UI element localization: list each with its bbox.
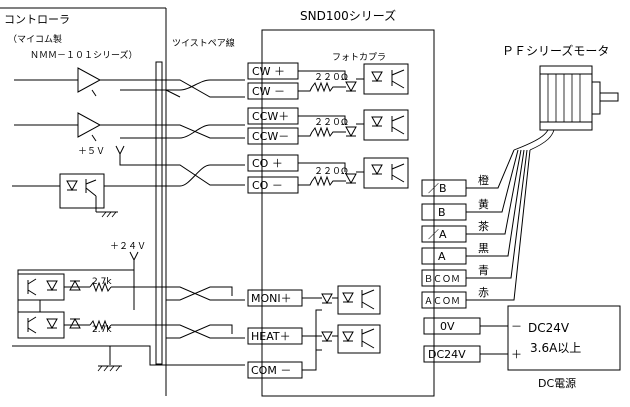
terminal-ccw-plus-label: CCW＋ — [252, 110, 289, 123]
twisted-pair-label: ツイストペア線 — [172, 37, 235, 49]
resistor-220-co: ２２０Ω — [314, 167, 348, 177]
line-driver-cw — [14, 67, 120, 97]
wire-color-brown: 茶 — [478, 220, 489, 233]
heat-input-coupler: 2.7k — [17, 311, 166, 339]
power-plus: ＋ — [511, 348, 522, 361]
input-coupler-ccw: ２２０Ω — [298, 109, 409, 141]
moni-input-coupler: 2.7k — [17, 273, 166, 301]
motor-terminal-nb-label: ／B — [428, 182, 447, 195]
resistor-2k7-heat: 2.7k — [92, 325, 112, 335]
controller-block: コントローラ （マイコム製 ＮＭＭ－１０１シリーズ） ＋５Ｖ — [0, 7, 167, 396]
input-coupler-cw: ２２０Ω — [298, 63, 409, 95]
power-spec-voltage: DC24V — [528, 321, 570, 335]
power-spec-current: 3.6A以上 — [530, 341, 581, 355]
terminal-heat-plus-label: HEAT＋ — [251, 330, 291, 343]
output-coupler-heat — [302, 324, 381, 354]
input-coupler-co: ２２０Ω — [298, 157, 409, 189]
motor-title: ＰＦシリーズモータ — [502, 43, 609, 58]
controller-model-line1: （マイコム製 — [8, 33, 62, 45]
twisted-pair-cable: ツイストペア線 — [120, 37, 245, 366]
dc-power-supply — [507, 305, 621, 371]
wire-color-orange: 橙 — [478, 173, 489, 187]
power-minus: － — [511, 320, 522, 333]
photocoupler-label: フォトカプラ — [332, 52, 386, 63]
wire-color-red: 赤 — [478, 286, 489, 299]
controller-title: コントローラ — [4, 13, 70, 26]
terminal-dc24v-label: DC24V — [428, 348, 466, 361]
motor-terminal-bcom-label: ＢＣＯＭ — [424, 275, 460, 285]
supply-5v-label: ＋５Ｖ — [78, 146, 105, 157]
power-caption: DC電源 — [538, 376, 576, 390]
terminal-moni-plus-label: MONI＋ — [251, 292, 292, 305]
wire-color-black: 黒 — [478, 242, 489, 255]
resistor-220-ccw: ２２０Ω — [314, 118, 348, 128]
wire-color-blue: 青 — [478, 264, 489, 277]
terminal-co-plus-label: CO ＋ — [252, 157, 283, 170]
driver-block: SND100シリーズ フォトカプラ CW ＋ CW － CCW＋ CCW－ CO… — [247, 8, 435, 397]
motor-terminal-b-label: B — [438, 206, 446, 219]
supply-24v-label: ＋２４Ｖ — [110, 241, 146, 252]
resistor-2k7-moni: 2.7k — [92, 277, 112, 287]
terminal-cw-minus-label: CW － — [252, 85, 285, 98]
stepper-motor: ＰＦシリーズモータ — [502, 43, 619, 131]
line-driver-ccw — [14, 112, 120, 142]
wire-color-yellow: 黄 — [478, 197, 489, 211]
motor-terminal-a-label: A — [438, 250, 446, 263]
motor-terminal-na-label: ／A — [428, 228, 447, 241]
terminal-cw-plus-label: CW ＋ — [252, 65, 285, 78]
driver-title: SND100シリーズ — [300, 8, 396, 23]
motor-terminal-acom-label: ＡＣＯＭ — [424, 297, 460, 307]
resistor-220-cw: ２２０Ω — [314, 73, 348, 83]
terminal-co-minus-label: CO － — [252, 179, 283, 192]
terminal-com-minus-label: COM － — [251, 364, 291, 377]
power-section: 0V DC24V － ＋ DC24V 3.6A以上 DC電源 — [423, 305, 621, 390]
terminal-ccw-minus-label: CCW－ — [252, 130, 289, 143]
controller-model-line2: ＮＭＭ－１０１シリーズ） — [30, 49, 138, 61]
output-coupler-moni — [302, 285, 381, 315]
motor-terminal-block: ／B B ／A A ＢＣＯＭ ＡＣＯＭ 橙 黄 茶 黒 青 赤 — [421, 129, 555, 309]
co-output-transistor — [12, 173, 166, 218]
terminal-0v-label: 0V — [440, 320, 455, 333]
